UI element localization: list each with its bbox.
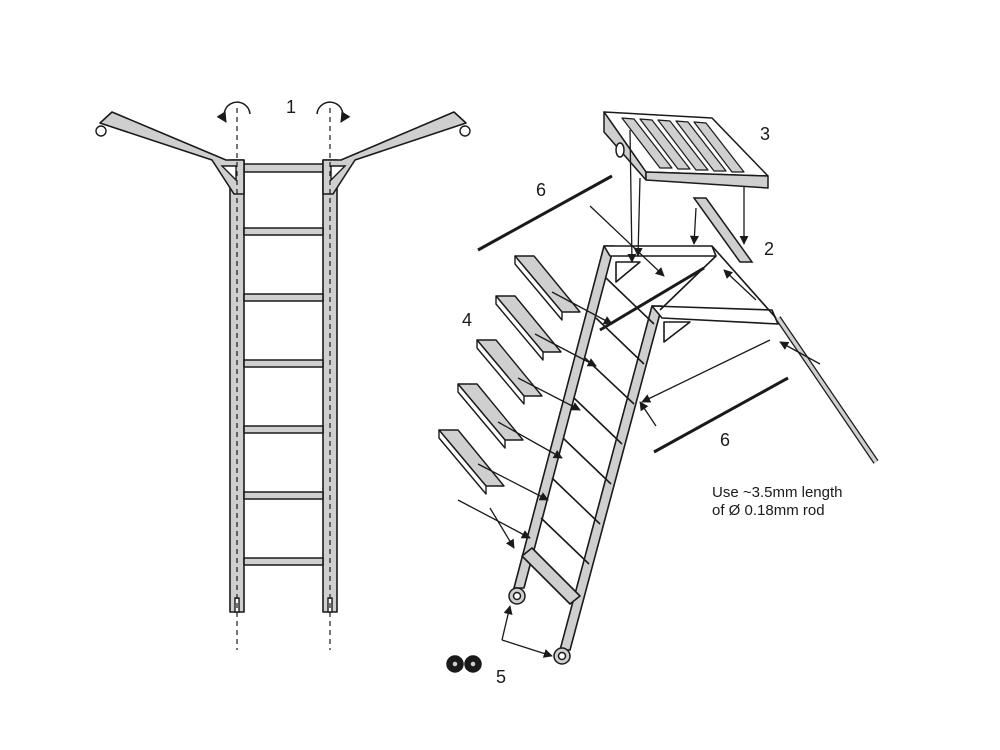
rung (243, 557, 324, 566)
rung (243, 227, 324, 236)
rung (243, 293, 324, 302)
flat-ladder-fret (99, 111, 467, 613)
gusset (220, 165, 237, 182)
step-4-label: 4 (462, 310, 472, 330)
rotate-right-arrow (316, 101, 351, 123)
left-arm-eyelet (95, 125, 107, 137)
rod-note-line2: of Ø 0.18mm rod (712, 502, 825, 519)
fold-lines (236, 108, 331, 650)
rung (243, 425, 324, 434)
rung (243, 491, 324, 500)
rung (243, 359, 324, 368)
gusset (330, 165, 347, 182)
rod-note-line1: Use ~3.5mm length (712, 484, 842, 501)
step-6b-label: 6 (720, 430, 730, 450)
dimension-bars (477, 174, 789, 454)
step-2-label: 2 (764, 239, 774, 259)
step-3-label: 3 (760, 124, 770, 144)
step-5-label: 5 (496, 667, 506, 687)
step-1-label: 1 (286, 97, 296, 117)
small-plate (692, 197, 754, 263)
rotate-left-arrow (216, 101, 251, 123)
feet-rollers (446, 587, 571, 673)
left-handrail-arm (99, 111, 245, 195)
step-6a-label: 6 (536, 180, 546, 200)
assembly-arrows (457, 129, 821, 658)
right-handrail-arm (322, 111, 467, 195)
top-rail (243, 163, 324, 173)
top-platform (603, 111, 769, 189)
right-arm-eyelet (459, 125, 471, 137)
